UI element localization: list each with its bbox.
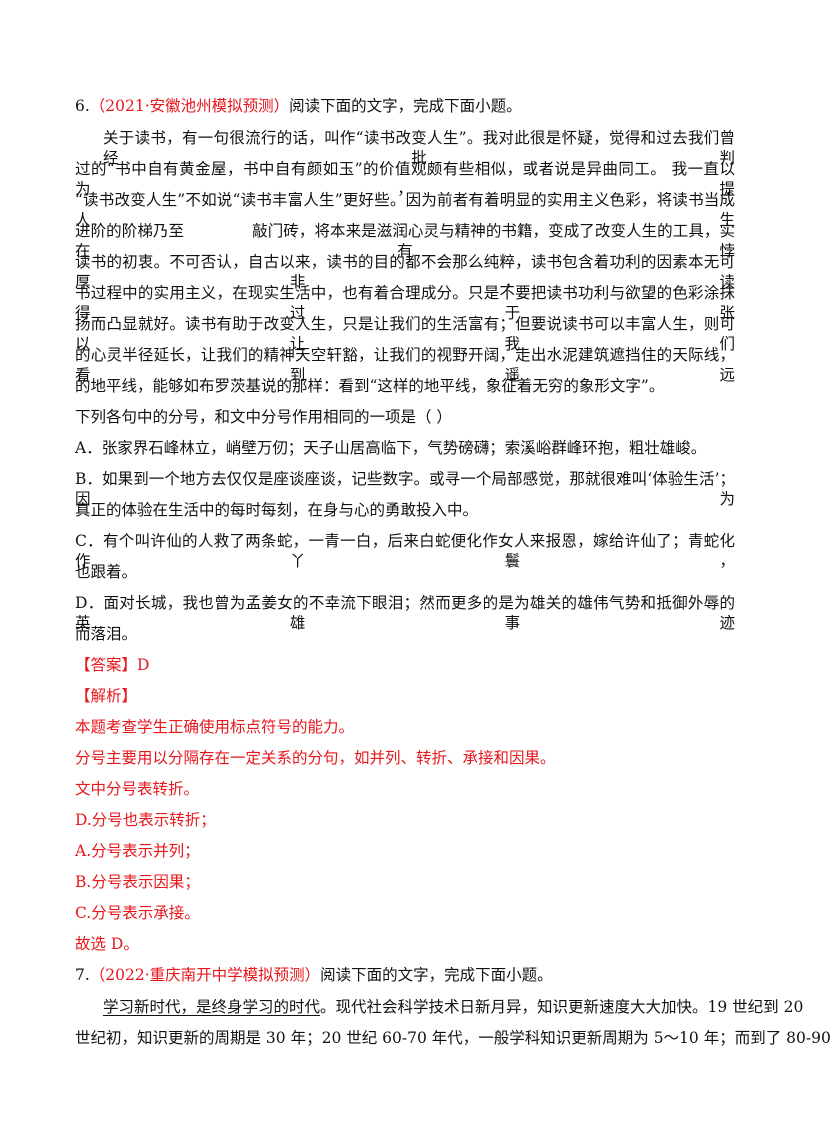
q6-passage-line-1: 关于读书，有一句很流行的话，叫作“读书改变人生”。我对此很是怀疑，觉得和过去我们… (103, 129, 735, 167)
q6-passage-line-9: 的地平线，能够如布罗茨基说的那样：看到“这样的地平线，象征着无穷的象形文字”。 (75, 377, 665, 395)
q6-option-b-line-2: 真正的体验在生活中的每时每刻，在身与心的勇敢投入中。 (75, 501, 479, 519)
q6-passage-line-8: 的心灵半径延长，让我们的精神天空轩豁，让我们的视野开阔，走出水泥建筑遮挡住的天际… (75, 346, 735, 384)
q6-option-d-line-2: 而落泪。 (75, 625, 138, 643)
q7-underlined-phrase: 学习新时代，是终身学习的时代 (103, 998, 321, 1016)
q7-instruction: 阅读下面的文字，完成下面小题。 (320, 966, 553, 984)
q6-option-a: A．张家界石峰林立，峭壁万仞；天子山居高临下，气势磅礴；索溪峪群峰环抱，粗壮雄峻… (75, 439, 707, 457)
q6-passage-line-2: 过的“书中自有黄金屋，书中自有颜如玉”的价值观颇有些相似，或者说是异曲同工。 我… (75, 160, 735, 198)
q6-option-c-line-1: C．有个叫许仙的人救了两条蛇，一青一白，后来白蛇便化作女人来报恩，嫁给许仙了；青… (75, 532, 735, 570)
q6-analysis-line-3: 文中分号表转折。 (75, 780, 200, 798)
q6-analysis-line-6: B.分号表示因果； (75, 873, 200, 891)
q7-header: 7.（2022·重庆南开中学模拟预测）阅读下面的文字，完成下面小题。 (75, 965, 735, 985)
q7-source: （2022·重庆南开中学模拟预测） (89, 966, 321, 984)
q6-analysis-line-2: 分号主要用以分隔存在一定关系的分句，如并列、转折、承接和因果。 (75, 749, 556, 767)
q6-number: 6. (75, 97, 90, 115)
q6-analysis-line-5: A.分号表示并列； (75, 842, 200, 860)
q7-passage-line-1-rest: 。现代社会科学技术日新月异，知识更新速度大大加快。19 世纪到 20 (320, 998, 804, 1016)
q6-option-b-line-1: B．如果到一个地方去仅仅是座谈座谈，记些数字。或寻一个局部感觉，那就很难叫‘体验… (75, 470, 735, 508)
q6-analysis-label: 【解析】 (75, 687, 138, 705)
q6-analysis-line-4: D.分号也表示转折； (75, 811, 216, 829)
document-page: 6.（2021·安徽池州模拟预测）阅读下面的文字，完成下面小题。 关于读书，有一… (75, 96, 831, 1047)
q6-passage-line-4b: 敲门砖，将本来是滋润心灵与精神的书籍，变成了改变人生的工具，实在有悖 (75, 222, 735, 260)
q6-header: 6.（2021·安徽池州模拟预测）阅读下面的文字，完成下面小题。 (75, 96, 735, 116)
q6-passage-line-3: “读书改变人生”不如说“读书丰富人生”更好些。因为前者有着明显的实用主义色彩，将… (75, 191, 735, 229)
q6-answer: 【答案】D (75, 656, 150, 674)
q6-passage-line-4: 进阶的阶梯乃至敲门砖，将本来是滋润心灵与精神的书籍，变成了改变人生的工具，实在有… (75, 221, 735, 261)
q6-passage-line-6: 书过程中的实用主义，在现实生活中，也有着合理成分。只是不要把读书功利与欲望的色彩… (75, 284, 735, 322)
q6-passage-line-4a: 进阶的阶梯乃至 (75, 222, 185, 240)
q7-passage-line-2: 世纪初，知识更新的周期是 30 年；20 世纪 60-70 年代，一般学科知识更… (75, 1029, 831, 1047)
q6-option-c-line-2: 也跟着。 (75, 563, 138, 581)
q6-analysis-line-1: 本题考查学生正确使用标点符号的能力。 (75, 718, 355, 736)
q6-source: （2021·安徽池州模拟预测） (89, 97, 290, 115)
q6-option-d-line-1: D．面对长城，我也曾为孟姜女的不幸流下眼泪；然而更多的是为雄关的雄伟气势和抵御外… (75, 594, 735, 632)
q7-number: 7. (75, 966, 90, 984)
q6-instruction: 阅读下面的文字，完成下面小题。 (289, 97, 522, 115)
q6-analysis-line-8: 故选 D。 (75, 935, 139, 953)
q7-passage-line-1: 学习新时代，是终身学习的时代。现代社会科学技术日新月异，知识更新速度大大加快。1… (103, 997, 803, 1017)
q6-passage-line-5: 读书的初衷。不可否认，自古以来，读书的目的都不会那么纯粹，读书包含着功利的因素本… (75, 253, 735, 291)
q6-analysis-line-7: C.分号表示承接。 (75, 904, 200, 922)
q6-question: 下列各句中的分号，和文中分号作用相同的一项是（ ） (75, 408, 452, 426)
q6-passage-line-7: 扬而凸显就好。读书有助于改变人生，只是让我们的生活富有；但要说读书可以丰富人生，… (75, 315, 735, 353)
